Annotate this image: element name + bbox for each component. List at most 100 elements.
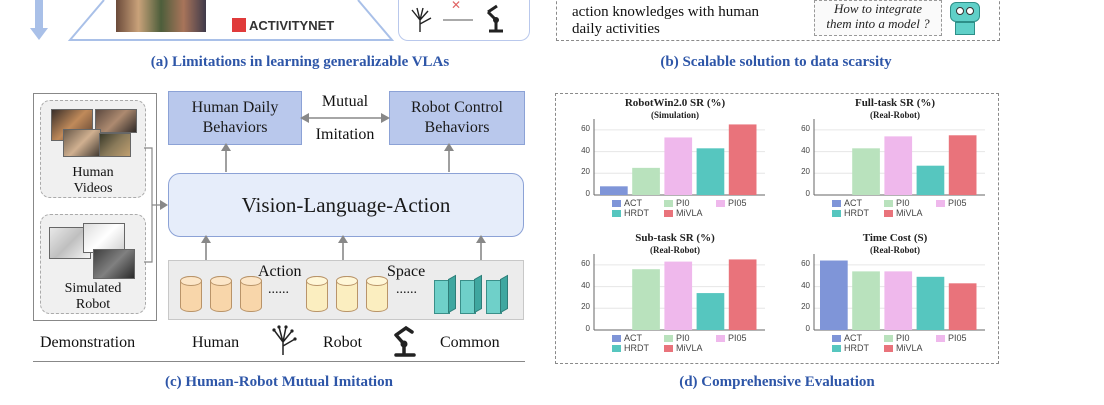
legend-label: PI05 [948, 198, 967, 208]
robot-action-token [366, 276, 388, 312]
legend-item: PI05 [936, 198, 967, 208]
legend-label: ACT [844, 333, 862, 343]
legend-label: ACT [624, 333, 642, 343]
legend-label: MiVLA [676, 343, 703, 353]
legend-swatch [716, 335, 725, 343]
common-action-token [486, 280, 502, 314]
demonstration-connector [144, 147, 168, 263]
bar-pi0 [852, 271, 880, 330]
vla-input-arrows [201, 235, 486, 260]
human-action-token [240, 276, 262, 312]
legend-item: PI0 [664, 198, 690, 208]
robot-action-token [336, 276, 358, 312]
legend-label: PI0 [896, 198, 910, 208]
simulated-robot-card: Simulated Robot [40, 214, 146, 314]
legend-swatch [884, 210, 893, 218]
human-hand-icon [411, 7, 432, 32]
legend-item: PI05 [716, 198, 747, 208]
legend-swatch [612, 345, 621, 353]
chart-title: Full-task SR (%) [854, 97, 936, 109]
chart-plot [813, 119, 985, 196]
demonstration-label: Demonstration [40, 334, 136, 351]
chart-plot [593, 119, 765, 196]
robot-arm-icon [394, 325, 416, 357]
sim-robot-thumb-3 [93, 249, 135, 279]
bar-pi0 [852, 148, 880, 195]
legend-item: MiVLA [664, 208, 703, 218]
bar-mivla [728, 124, 757, 195]
legend-label: ACT [624, 198, 642, 208]
legend-label: HRDT [624, 343, 649, 353]
legend-item: PI05 [716, 333, 747, 343]
robot-arm-icon [486, 4, 503, 33]
y-tick-label: 40 [581, 145, 590, 155]
legend-label: HRDT [844, 343, 869, 353]
caption-d: (d) Comprehensive Evaluation [679, 374, 875, 390]
legend-label: PI0 [676, 333, 690, 343]
legend-item: ACT [832, 333, 862, 343]
legend-swatch [832, 210, 841, 218]
legend-swatch [884, 345, 893, 353]
mutual-imitation-arrow [300, 113, 390, 123]
y-tick-label: 60 [581, 258, 590, 268]
legend-label: PI05 [728, 198, 747, 208]
common-label: Common [440, 334, 500, 351]
human-action-token [210, 276, 232, 312]
legend-item: ACT [612, 198, 642, 208]
legend-label: ACT [844, 198, 862, 208]
data-pyramid-outline [67, 0, 395, 41]
demonstration-frame [33, 93, 157, 321]
y-tick-label: 40 [801, 145, 810, 155]
legend-item: PI05 [936, 333, 967, 343]
chart-subtitle: (Real-Robot) [870, 110, 920, 120]
panel-b-frame [556, 0, 1000, 41]
bar-pi05 [664, 261, 693, 330]
chart-title: RobotWin2.0 SR (%) [624, 97, 726, 109]
common-action-token [434, 280, 450, 314]
bar-pi05 [884, 271, 913, 330]
legend-swatch [936, 200, 945, 208]
legend-swatch [716, 200, 725, 208]
timeline-arrow [30, 0, 48, 40]
bar-hrdt [696, 148, 725, 195]
legend-swatch [612, 200, 621, 208]
legend-item: HRDT [612, 208, 649, 218]
legend-item: HRDT [612, 343, 649, 353]
bar-mivla [948, 283, 977, 330]
y-tick-label: 20 [581, 167, 590, 177]
legend-label: MiVLA [676, 208, 703, 218]
legend-swatch [612, 335, 621, 343]
human-video-thumb-2 [95, 109, 137, 133]
mutual-label: Mutual [321, 93, 369, 110]
activitynet-logo: ACTIVITYNET [232, 15, 334, 35]
legend-label: MiVLA [896, 208, 923, 218]
caption-a: (a) Limitations in learning generalizabl… [150, 54, 450, 70]
legend-label: MiVLA [896, 343, 923, 353]
chart-subtitle: (Real-Robot) [870, 245, 920, 255]
chart-plot [593, 254, 765, 331]
legend-item: ACT [612, 333, 642, 343]
vla-model-box: Vision-Language-Action [168, 173, 524, 237]
legend-item: PI0 [884, 198, 910, 208]
activitynet-icon [232, 18, 246, 32]
cross-icon: ✕ [451, 0, 462, 12]
y-tick-label: 40 [801, 280, 810, 290]
legend-swatch [664, 345, 673, 353]
legend-item: HRDT [832, 208, 869, 218]
simulated-robot-label: Simulated Robot [64, 281, 122, 312]
vla-output-arrows [221, 143, 454, 172]
legend-swatch [884, 200, 893, 208]
legend-item: HRDT [832, 343, 869, 353]
legend-item: ACT [832, 198, 862, 208]
human-hand-icon [272, 325, 297, 355]
bar-pi0 [632, 269, 660, 330]
bar-hrdt [916, 165, 945, 195]
legend-item: MiVLA [664, 343, 703, 353]
y-tick-label: 40 [581, 280, 590, 290]
common-action-token [460, 280, 476, 314]
y-tick-label: 20 [801, 302, 810, 312]
bar-pi05 [884, 136, 913, 195]
